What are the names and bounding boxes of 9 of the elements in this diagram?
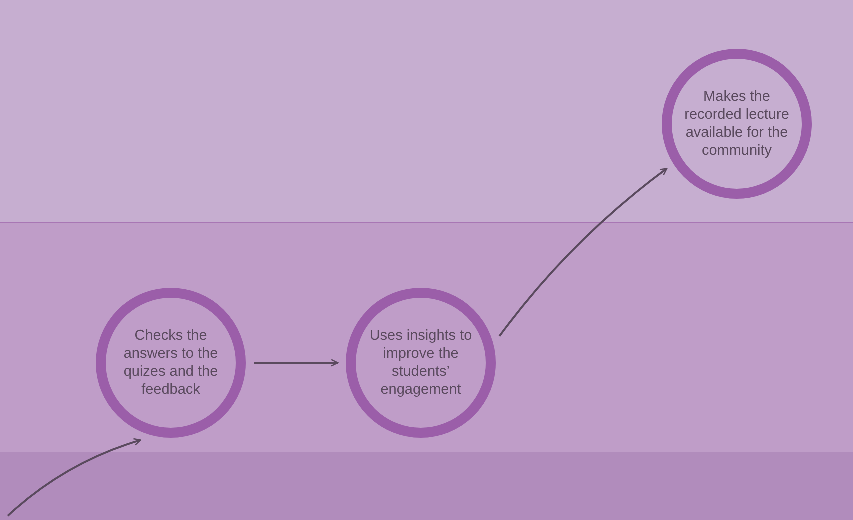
step-text: Makes the recorded lecture available for the community <box>684 88 790 160</box>
step-text: Uses insights to improve the students’ engagement <box>368 327 474 399</box>
arrow <box>254 359 339 367</box>
step-circle <box>346 288 496 438</box>
arrow <box>7 438 142 517</box>
arrow <box>498 168 668 337</box>
step-text: Checks the answers to the quizes and the feedback <box>122 327 220 399</box>
step-circle <box>96 288 246 438</box>
step-circle <box>662 49 812 199</box>
